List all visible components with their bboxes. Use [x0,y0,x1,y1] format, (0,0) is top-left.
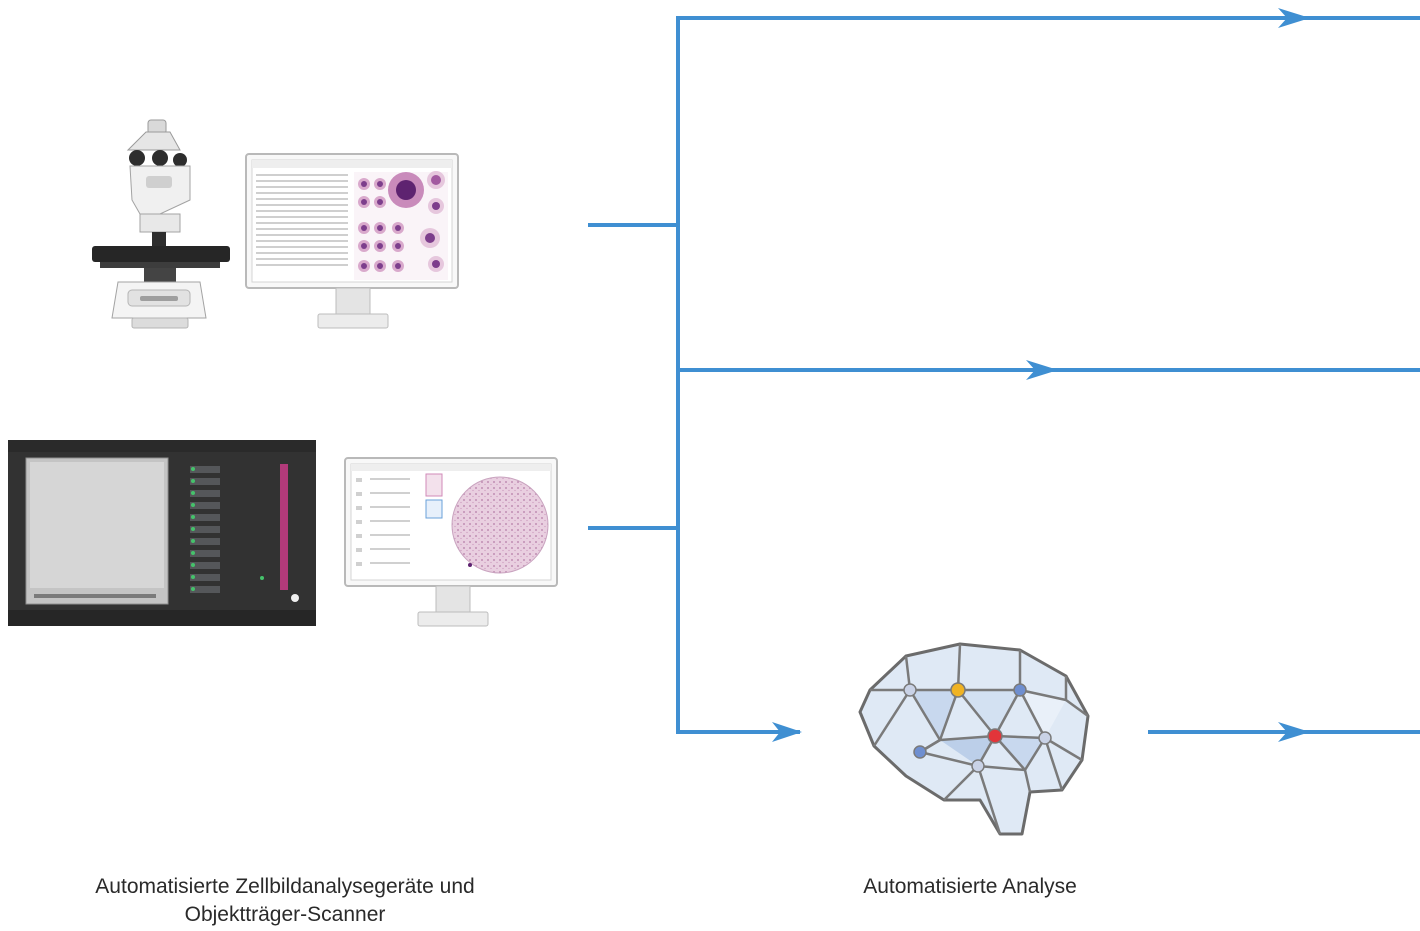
caption-analysis: Automatisierte Analyse [863,875,1077,898]
caption-devices-line2: Objektträger-Scanner [184,903,386,926]
brain-node [1013,683,1027,697]
ai-brain-icon [858,642,1090,836]
caption-devices-line1: Automatisierte Zellbildanalysegeräte und [95,875,475,898]
arrowheads [1026,8,1310,742]
slide-scanner-icon [8,440,316,626]
connector-lines [588,16,1420,734]
brain-node [1038,731,1052,745]
brain-node-red [987,728,1003,744]
brain-node [971,759,985,773]
cell-analysis-monitor-icon [245,153,459,329]
brain-node [913,745,927,759]
brain-node-yellow [950,682,966,698]
brain-node [903,683,917,697]
microscope-icon [92,119,230,329]
arrowhead-middle [1026,360,1058,380]
arrowhead-bottom [1278,722,1310,742]
caption-devices: Automatisierte Zellbildanalysegeräte und… [0,873,570,929]
slide-viewer-monitor-icon [344,457,558,627]
arrowhead-top [1278,8,1310,28]
